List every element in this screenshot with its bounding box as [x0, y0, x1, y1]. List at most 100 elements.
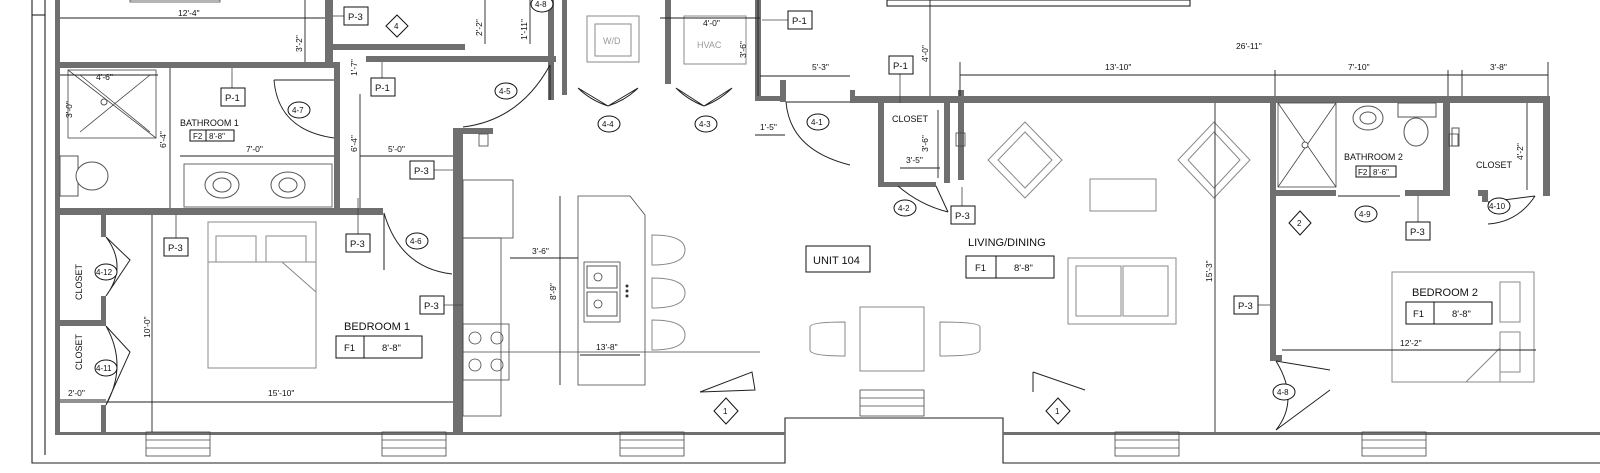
diamond-tag: 2 [1297, 219, 1302, 228]
room-label-closet-a: CLOSET [74, 263, 84, 300]
dim-label: 4'-6" [96, 72, 113, 82]
wall-tag: P-1 [893, 61, 908, 72]
bedroom-1 [207, 221, 317, 369]
washer-dryer-label: W/D [603, 36, 621, 46]
finish-code: F2 [193, 132, 203, 141]
door-tag: 4-4 [602, 120, 614, 129]
dim-label: 26'-11" [1236, 41, 1262, 51]
finish-tag-bathroom-2: F2 8'-6" [1355, 165, 1397, 178]
wall-tag: P-3 [350, 239, 365, 250]
finish-tag-bedroom-2: F1 8'-8" [1405, 301, 1493, 325]
outlet-marks [478, 132, 1459, 147]
dim-label: 4'-0" [920, 45, 930, 62]
room-label-bathroom-2: BATHROOM 2 [1344, 152, 1403, 162]
room-label-bedroom-1: BEDROOM 1 [344, 321, 410, 333]
wall-tag: P-3 [955, 211, 970, 222]
door-tag: 4-8 [535, 0, 547, 9]
finish-height: 8'-6" [1373, 168, 1389, 177]
door-tag: 4-1 [811, 118, 823, 127]
dim-label: 13'-10" [1105, 62, 1131, 72]
unit-label: UNIT 104 [813, 255, 860, 267]
dim-label: 3'-2" [294, 35, 304, 52]
unit-tag: UNIT 104 [805, 245, 871, 273]
door-swings [105, 64, 1536, 431]
dim-label: 5'-0" [388, 144, 405, 154]
finish-height: 8'-8" [209, 132, 225, 141]
hvac-label: HVAC [697, 40, 722, 50]
bathroom-1 [59, 69, 333, 208]
dim-label: 12'-4" [178, 8, 200, 18]
finish-code: F1 [344, 343, 355, 354]
dim-label: 15'-3" [1204, 260, 1214, 282]
wall-tag: P-3 [424, 301, 439, 312]
dimension-labels: 12'-4" 3'-2" 2'-2" 1'-11" 4'-0" 3'-6" 4'… [64, 8, 1525, 398]
room-label-closet-b: CLOSET [74, 333, 84, 370]
exterior-outline [31, 0, 1600, 464]
dim-label: 15'-10" [268, 388, 294, 398]
finish-tag-bedroom-1: F1 8'-8" [335, 335, 423, 359]
wall-tag: P-3 [1410, 227, 1425, 238]
diamond-tags: 4 2 1 1 [385, 14, 1312, 425]
room-label-bathroom-1: BATHROOM 1 [180, 118, 239, 128]
door-tag: 4-12 [96, 268, 113, 277]
dim-label: 12'-2" [1400, 338, 1422, 348]
upper-fixtures [129, 0, 1191, 7]
wall-tag: P-3 [168, 243, 183, 254]
wall-tag: P-3 [414, 166, 429, 177]
dim-label: 3'-0" [64, 101, 74, 118]
door-tag: 4-8 [1277, 388, 1289, 397]
dim-label: 4'-0" [703, 18, 720, 28]
dim-label: 1'-5" [760, 122, 777, 132]
finish-code: F2 [1358, 168, 1368, 177]
door-tag: 4-11 [96, 364, 112, 373]
wall-tag: P-1 [375, 83, 390, 94]
dim-label: 7'-0" [246, 144, 263, 154]
door-tag: 4-6 [410, 237, 422, 246]
room-label-bedroom-2: BEDROOM 2 [1412, 287, 1478, 299]
dim-label: 10'-0" [142, 316, 152, 338]
room-labels: BATHROOM 1 BEDROOM 1 LIVING/DINING BATHR… [74, 114, 1513, 370]
walls [55, 0, 1600, 435]
door-tags: 4-8 4-7 4-5 4-4 4-3 4-1 4-2 4-6 4-12 4-1… [94, 0, 1511, 401]
dim-label: 4'-2" [1515, 143, 1525, 160]
living-dining [809, 121, 1251, 372]
wall-tag: P-1 [225, 93, 240, 104]
dim-label: 7'-10" [1348, 62, 1370, 72]
finish-height: 8'-8" [1014, 263, 1033, 274]
dim-label: 6'-4" [158, 131, 168, 148]
dim-label: 3'-6" [920, 135, 930, 152]
door-tag: 4-9 [1359, 210, 1371, 219]
dim-label: 3'-6" [738, 41, 748, 58]
dim-label: 6'-4" [349, 135, 359, 152]
kitchen [462, 179, 760, 417]
diamond-tag: 4 [394, 22, 399, 31]
wall-tag: P-3 [1238, 301, 1253, 312]
dim-label: 2'-2" [474, 19, 484, 36]
diamond-tag: 1 [723, 407, 728, 416]
room-label-closet-kitchen: CLOSET [892, 114, 929, 124]
door-tag: 4-7 [292, 106, 304, 115]
finish-height: 8'-8" [1452, 309, 1471, 320]
finish-tag-living: F1 8'-8" [965, 255, 1055, 279]
windows [145, 389, 1427, 457]
finish-code: F1 [975, 263, 986, 274]
dim-label: 8'-9" [548, 283, 558, 300]
door-tag: 4-2 [898, 204, 910, 213]
dim-label: 1'-11" [519, 19, 529, 40]
bathroom-2 [1277, 102, 1460, 188]
dim-label: 5'-3" [812, 62, 829, 72]
dim-label: 2'-0" [68, 388, 85, 398]
dimension-lines [60, 0, 1549, 432]
door-tag: 4-10 [1489, 202, 1506, 211]
bedroom-2 [1391, 271, 1535, 383]
finish-tags: F2 8'-8" F1 8'-8" F1 8'-8" F2 8'-6" F1 8… [189, 129, 1493, 359]
dim-label: 3'-5" [906, 155, 923, 165]
dim-label: 3'-6" [532, 246, 549, 256]
door-tag: 4-3 [699, 120, 711, 129]
dim-label: 1'-7" [349, 59, 359, 76]
utility-closets: W/D HVAC [577, 15, 747, 107]
diamond-tag: 1 [1055, 407, 1060, 416]
wall-type-tags: P-3 P-1 P-1 P-3 P-3 P-3 P-3 P-1 P-1 P-3 … [163, 6, 1431, 315]
wall-tag: P-3 [348, 12, 363, 23]
